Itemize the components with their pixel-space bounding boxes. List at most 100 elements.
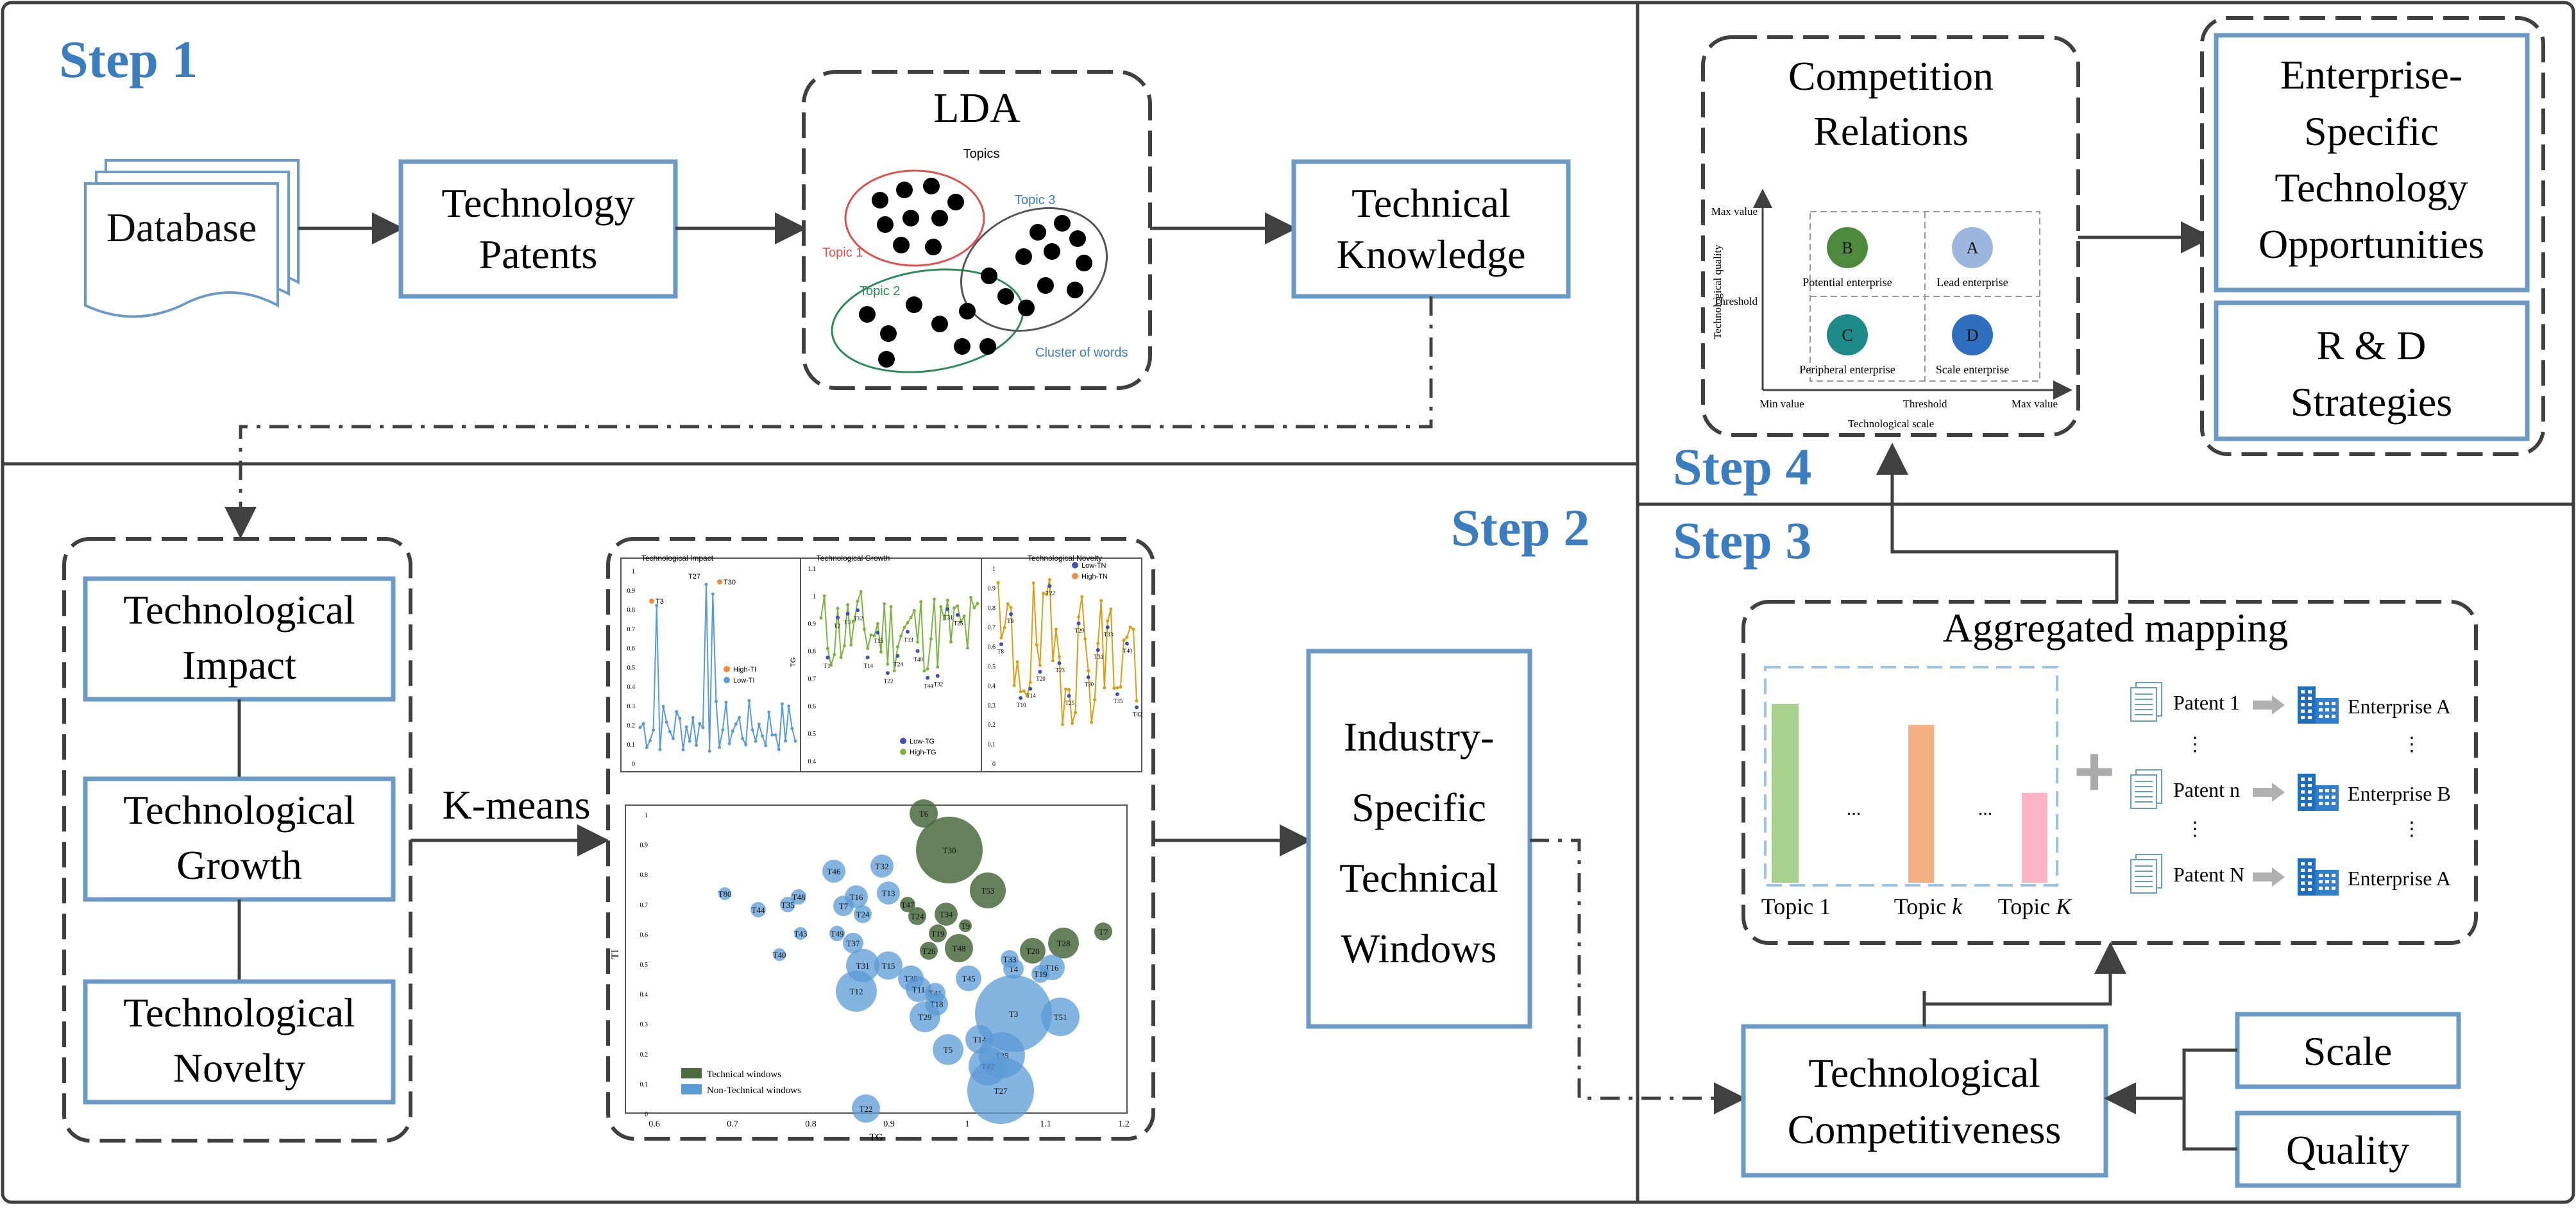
windows-line2: Specific <box>1352 785 1486 830</box>
patent-label: Patent 1 <box>2173 691 2240 714</box>
non-technical-window-bubble <box>829 926 845 941</box>
series-point <box>869 633 873 637</box>
growth-line1: Technological <box>123 787 355 833</box>
series-point <box>883 602 886 606</box>
x-tick-label: 1 <box>965 1119 970 1129</box>
mini-novelty-legend-low: Low-TN <box>1081 562 1106 570</box>
novelty-point-label: T31 <box>1094 654 1104 660</box>
patent-document-icon <box>2130 682 2162 722</box>
low-tg-point <box>876 631 880 635</box>
mini-chart-growth: Technological Growth TG 1.110.90.80.70.6… <box>790 554 982 772</box>
tick-label: 0.2 <box>627 722 636 729</box>
patent-label: Patent N <box>2173 863 2244 886</box>
patent-label: Patent n <box>2173 778 2240 801</box>
non-technical-window-bubble <box>773 948 786 961</box>
growth-point-label: T14 <box>864 663 874 669</box>
vertical-ellipsis: ⋮ <box>2402 734 2421 755</box>
x-tick-label: 0.7 <box>727 1119 738 1129</box>
series-point <box>1031 581 1035 585</box>
mini-impact-legend-high: High-TI <box>733 666 756 674</box>
low-tg-point <box>826 655 830 659</box>
enterprise-label: Enterprise A <box>2348 867 2451 890</box>
series-point <box>962 614 966 618</box>
low-tn-point <box>1135 705 1139 710</box>
series-point <box>899 634 903 638</box>
series-point <box>1041 591 1045 595</box>
novelty-line2: Novelty <box>173 1045 305 1091</box>
novelty-point-label: T25 <box>1065 700 1075 706</box>
tick-label: 0.7 <box>627 626 636 633</box>
novelty-point-label: T8 <box>997 648 1004 654</box>
windows-line4: Windows <box>1341 926 1497 971</box>
bubble-label: T5 <box>944 1045 953 1055</box>
series-point <box>1035 643 1038 647</box>
topic-bar <box>1908 725 1934 883</box>
novelty-point-label: T42 <box>1133 711 1142 718</box>
low-tn-point <box>1057 661 1062 665</box>
tick-label: 1 <box>813 593 816 600</box>
tick-label: 0.7 <box>640 902 648 909</box>
aggregated-title: Aggregated mapping <box>1943 605 2289 651</box>
non-technical-window-bubble <box>967 1057 1034 1124</box>
topic-1-label: Topic 1 <box>1761 894 1831 919</box>
low-tn-point <box>1096 648 1100 652</box>
series-point <box>744 743 748 747</box>
quadrant-label: Potential enterprise <box>1802 276 1892 289</box>
series-point <box>965 646 969 650</box>
grey-arrow-icon <box>2253 695 2285 715</box>
series-point <box>793 739 797 743</box>
growth-point-label: T15 <box>874 638 883 644</box>
growth-point-label: T10 <box>844 619 854 625</box>
technical-window-bubble <box>908 907 926 925</box>
mini-impact-label-t30: T30 <box>724 579 736 586</box>
tick-label: 0.4 <box>808 758 817 765</box>
series-point <box>704 583 708 586</box>
word-dots <box>859 178 1092 368</box>
series-point <box>872 634 876 638</box>
topic2-label: Topic 2 <box>860 284 900 298</box>
tick-label: 0.8 <box>808 649 817 656</box>
low-tg-point <box>915 649 920 653</box>
non-technical-window-bubble <box>794 927 807 940</box>
series-point <box>1057 655 1061 659</box>
knowledge-line2: Knowledge <box>1336 232 1525 277</box>
low-tn-point <box>1067 693 1071 698</box>
series-point <box>731 729 734 733</box>
low-tg-point <box>856 608 860 613</box>
non-technical-window-bubble <box>780 897 795 912</box>
series-point <box>684 725 688 729</box>
bubble-label: T48 <box>953 944 966 953</box>
novelty-point-label: T33 <box>1104 631 1114 638</box>
series-point <box>681 748 685 752</box>
mini-impact-title: Technological Impact <box>641 554 714 563</box>
matrix-threshold-y: Threshold <box>1713 295 1758 307</box>
topic3-label: Topic 3 <box>1015 193 1055 207</box>
quadrant-label: Scale enterprise <box>1936 363 2009 376</box>
series-point <box>1109 607 1113 611</box>
technical-window-bubble <box>970 872 1006 908</box>
x-tick-label: 1.2 <box>1118 1119 1130 1129</box>
non-technical-window-bubble <box>870 855 894 878</box>
technical-window-bubble <box>959 919 972 932</box>
matrix-threshold-x: Threshold <box>1903 398 1947 410</box>
non-technical-window-bubble <box>1031 965 1049 983</box>
growth-point-label: T31 <box>944 615 953 621</box>
series-point <box>833 652 836 656</box>
mini-impact-legend-low: Low-TI <box>733 677 755 685</box>
series-point <box>658 747 662 751</box>
competition-matrix: Max value Threshold Technological qualit… <box>1711 189 2072 430</box>
bubble-label: T24 <box>911 912 924 921</box>
x-tick-label: 0.9 <box>883 1119 895 1129</box>
series-point <box>648 739 652 743</box>
step2-label: Step 2 <box>1451 498 1589 557</box>
quadrant-d-circle <box>1952 314 1993 355</box>
series-point <box>1071 722 1074 726</box>
technological-novelty-box <box>83 979 396 1105</box>
series-point <box>1119 685 1123 689</box>
matrix-x-axis: Technological scale <box>1848 418 1934 430</box>
bubble-label: T29 <box>919 1012 932 1022</box>
series-point <box>718 745 722 749</box>
